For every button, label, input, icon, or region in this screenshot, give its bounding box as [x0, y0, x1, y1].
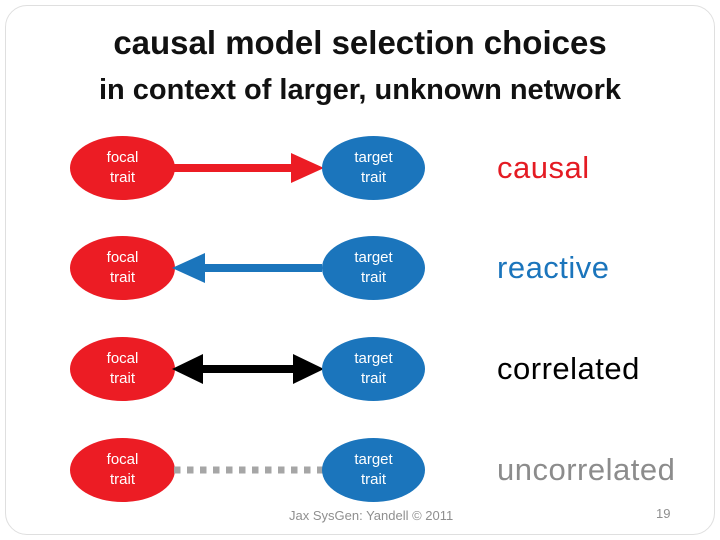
target-trait-label: target trait	[354, 149, 393, 186]
focal-trait-label: focal trait	[106, 350, 139, 387]
focal-trait-label: focal trait	[106, 149, 139, 186]
relationship-label-uncorrelated: uncorrelated	[497, 452, 676, 487]
relationship-label-reactive: reactive	[497, 250, 610, 285]
relationship-label-correlated: correlated	[497, 351, 640, 386]
target-trait-label: target trait	[354, 451, 393, 488]
slide-title: causal model selection choices	[113, 24, 607, 61]
focal-trait-label: focal trait	[106, 451, 139, 488]
focal-trait-label: focal trait	[106, 249, 139, 286]
reactive-arrow-left-icon	[172, 253, 322, 283]
focal-trait-node: focal trait	[70, 337, 175, 401]
target-trait-node: target trait	[322, 337, 425, 401]
target-trait-node: target trait	[322, 136, 425, 200]
correlated-double-arrow-icon	[172, 354, 324, 384]
footer-credit: Jax SysGen: Yandell © 2011	[289, 508, 454, 523]
relationship-label-causal: causal	[497, 150, 590, 185]
causal-arrow-right-icon	[174, 153, 324, 183]
focal-trait-node: focal trait	[70, 236, 175, 300]
model-row-correlated: focal trait target trait correlated	[0, 336, 720, 402]
target-trait-node: target trait	[322, 438, 425, 502]
target-trait-node: target trait	[322, 236, 425, 300]
uncorrelated-dotted-line-icon	[174, 466, 324, 474]
target-trait-label: target trait	[354, 249, 393, 286]
focal-trait-node: focal trait	[70, 136, 175, 200]
model-row-causal: focal trait target trait causal	[0, 135, 720, 201]
slide-subtitle: in context of larger, unknown network	[98, 74, 622, 106]
focal-trait-node: focal trait	[70, 438, 175, 502]
model-row-reactive: focal trait target trait reactive	[0, 235, 720, 301]
target-trait-label: target trait	[354, 350, 393, 387]
model-row-uncorrelated: focal trait target trait uncorrelated	[0, 437, 720, 503]
page-number: 19	[656, 506, 671, 521]
